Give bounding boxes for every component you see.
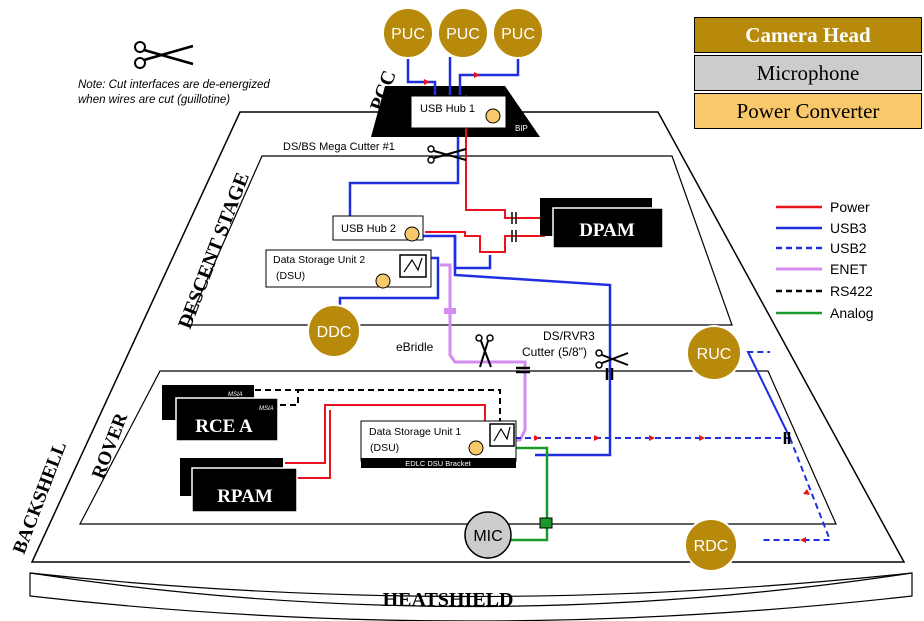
mega-cutter-label: DS/BS Mega Cutter #1 (283, 141, 395, 153)
heatshield-outline (29, 572, 913, 598)
cable-connectors (516, 366, 791, 444)
scissors-rvr3-icon (595, 349, 629, 369)
scissors-ebridle-icon (475, 334, 494, 368)
legend-label-power: Power (830, 199, 870, 215)
usb-hub-1-label: USB Hub 1 (420, 103, 475, 115)
bip-label: BIP (515, 124, 528, 133)
edlc-bracket-label: EDLC DSU Bracket (405, 459, 471, 468)
puc-label-1: PUC (391, 26, 425, 43)
usb-hub-2-label: USB Hub 2 (341, 223, 396, 235)
ddc-converter (307, 304, 361, 358)
puc-label-2: PUC (446, 26, 480, 43)
dsu2-label-line1: Data Storage Unit 2 (273, 254, 365, 266)
usb2-arrows (534, 435, 810, 543)
rdc-label: RDC (694, 538, 729, 555)
edlc-bracket-bar (361, 458, 516, 468)
dsu2-connector-block (399, 254, 427, 278)
dsu1-label-line1: Data Storage Unit 1 (369, 426, 461, 438)
heatshield-label: HEATSHIELD (383, 589, 514, 611)
msia-label-front: MSIA (259, 406, 274, 412)
ruc-label: RUC (697, 346, 732, 363)
line-legend: Power USB3 USB2 ENET RS422 Analog (776, 199, 874, 321)
dsu2-connector-glyph (403, 257, 423, 273)
ddc-label: DDC (317, 324, 352, 341)
legend-label-usb2: USB2 (830, 240, 867, 256)
legend-microphone: Microphone (694, 55, 922, 91)
rdc-converter (684, 518, 738, 572)
rs422-lines (255, 389, 501, 425)
msia-label-back: MSIA (228, 392, 243, 398)
cut-interface-note: Note: Cut interfaces are de-energized wh… (78, 79, 270, 106)
rpam-front (191, 467, 298, 513)
dsu1-connector-block (489, 423, 515, 447)
dsu2-label-line2: (DSU) (276, 270, 305, 282)
puc-camera-3 (492, 7, 544, 59)
usb-hub-2-power-converter (404, 226, 420, 242)
puc-camera-2 (437, 7, 489, 59)
dpam-label: DPAM (579, 220, 635, 241)
dsu1-power-converter (468, 440, 484, 456)
rpam-label: RPAM (217, 486, 273, 507)
rvr3-label-line1: DS/RVR3 (543, 329, 595, 343)
scissors-legend-icon (134, 41, 194, 69)
ebridle-connector (444, 308, 456, 314)
usb-hub-1-power-converter (485, 108, 501, 124)
dpam-connectors (511, 212, 517, 242)
mic-label: MIC (473, 528, 502, 545)
legend-label-enet: ENET (830, 261, 868, 277)
legend-label-analog: Analog (830, 305, 874, 321)
puc-cameras (382, 7, 544, 59)
ruc-camera (686, 325, 742, 381)
legend-power-converter: Power Converter (694, 93, 922, 129)
heatshield-shape (29, 572, 913, 621)
rce-front (175, 397, 279, 442)
dsu1-label-line2: (DSU) (370, 442, 399, 454)
legend-label-rs422: RS422 (830, 283, 873, 299)
puc-camera-1 (382, 7, 434, 59)
dsu2-power-converter (375, 273, 391, 289)
rce-a-label: RCE A (195, 416, 253, 437)
usb2-lines (515, 351, 832, 541)
analog-lines (510, 446, 549, 542)
usb-arrows (424, 72, 480, 85)
puc-label-3: PUC (501, 26, 535, 43)
legend-camera-head: Camera Head (694, 17, 922, 53)
analog-connector (539, 517, 553, 529)
scissors-mega-cutter-icon (427, 145, 467, 164)
dsu1-connector-glyph (493, 426, 511, 442)
ebridle-label: eBridle (396, 340, 434, 354)
rvr3-label-line2: Cutter (5/8") (522, 345, 587, 359)
dpam-front (552, 207, 664, 249)
mic-device (464, 511, 512, 559)
legend-label-usb3: USB3 (830, 220, 867, 236)
